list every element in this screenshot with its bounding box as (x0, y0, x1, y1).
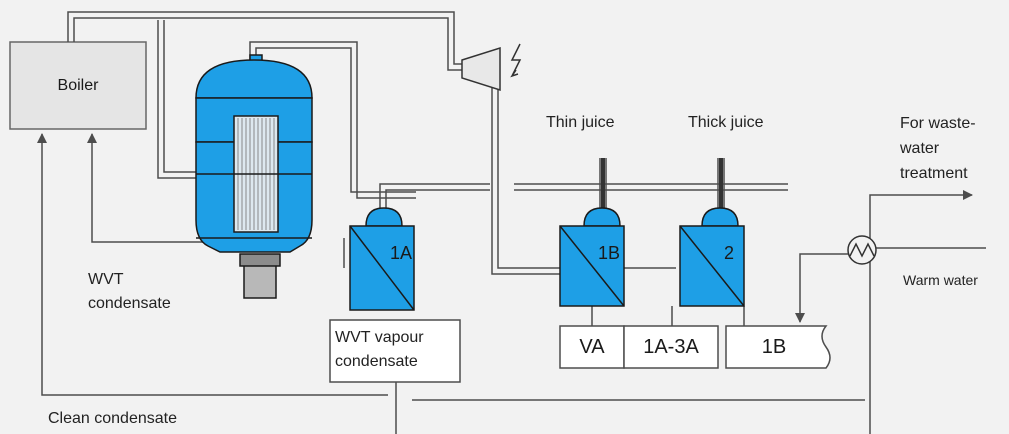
evaporator-2 (679, 207, 745, 307)
clean-condensate-label: Clean condensate (48, 410, 177, 427)
wvt-vapour-box (329, 319, 461, 383)
wastewater-label-1: For waste- (900, 115, 976, 132)
evaporator-1b-label: 1B (597, 243, 621, 263)
wvt-vapour-label-2: condensate (335, 353, 418, 370)
tank-va-label: VA (579, 335, 605, 358)
evaporator-1b (559, 207, 625, 307)
evaporator-1a (349, 207, 415, 311)
wvt-condensate-label-1: WVT (88, 271, 124, 288)
vapour-piping (67, 11, 788, 275)
tank-1b-label: 1B (761, 335, 787, 358)
tank-1a3a-label: 1A-3A (643, 335, 699, 358)
heat-exchanger-icon (847, 235, 877, 265)
condensate-lines (37, 133, 986, 434)
thin-juice-label: Thin juice (546, 114, 615, 131)
compressor-icon (461, 46, 501, 92)
wastewater-label-2: water (900, 140, 940, 157)
boiler-label: Boiler (57, 76, 99, 94)
boiler-box (9, 41, 147, 130)
lightning-icon (510, 43, 522, 78)
wastewater-label-3: treatment (900, 165, 968, 182)
warm-water-label: Warm water (903, 272, 978, 288)
wvt-reactor (195, 54, 313, 299)
wvt-condensate-label-2: condensate (88, 295, 171, 312)
tank-va (559, 325, 625, 369)
wvt-vapour-label-1: WVT vapour (335, 329, 424, 346)
tank-1b (725, 325, 831, 369)
tank-1a3a (623, 325, 719, 369)
evaporator-1a-label: 1A (389, 243, 413, 263)
evaporator-2-label: 2 (723, 243, 734, 263)
thick-juice-label: Thick juice (688, 114, 764, 131)
